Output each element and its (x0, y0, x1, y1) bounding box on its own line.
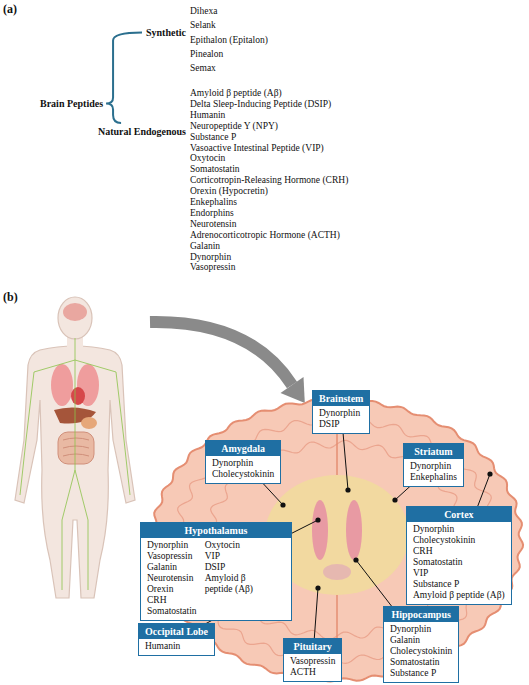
location-dot (315, 517, 320, 522)
peptide-name: Pinealon (190, 49, 223, 60)
location-dot (392, 497, 397, 502)
region-body: DynorphinEnkephalins (404, 459, 463, 486)
peptide-name: Delta Sleep-Inducing Peptide (DSIP) (190, 99, 331, 110)
peptide-item: Dynorphin (319, 408, 360, 419)
region-heading: Hippocampus (384, 607, 458, 622)
peptide-name: Corticotropin-Releasing Hormone (CRH) (190, 175, 348, 186)
peptide-item: VIP (413, 568, 505, 579)
peptide-item: Amyloid β peptide (Aβ) (205, 573, 267, 595)
region-box: StriatumDynorphinEnkephalins (403, 443, 464, 487)
category-label: Synthetic (146, 27, 186, 38)
region-body: DynorphinGalaninCholecystokininSomatosta… (384, 622, 458, 682)
region-heading: Hypothalamus (141, 523, 291, 538)
region-box: Occipital LobeHumanin (138, 623, 215, 656)
panel-letter: (b) (3, 290, 18, 304)
peptide-name: Somatostatin (190, 164, 240, 175)
curly-bracket (106, 33, 142, 124)
peptide-name: Dihexa (190, 6, 217, 17)
peptide-name: Dynorphin (190, 252, 231, 263)
region-body: VasopressinACTH (284, 654, 341, 681)
peptide-name: Selank (190, 20, 216, 31)
peptide-name: Epithalon (Epitalon) (190, 35, 268, 46)
region-body: DynorphinCholecystokinin (206, 456, 280, 483)
region-body: DynorphinCholecystokininCRHSomatostatinV… (407, 522, 511, 604)
peptide-item: Dynorphin (413, 524, 505, 535)
location-dot (487, 471, 492, 476)
region-heading: Pituitary (284, 639, 341, 654)
region-box: PituitaryVasopressinACTH (283, 638, 342, 682)
peptide-name: Humanin (190, 110, 225, 121)
peptide-item: CRH (147, 595, 197, 606)
region-heading: Cortex (407, 507, 511, 522)
peptide-item: Orexin (147, 584, 197, 595)
peptide-name: Vasopressin (190, 262, 235, 273)
peptide-item: Dynorphin (147, 540, 197, 551)
region-body: DynorphinDSIP (313, 406, 369, 433)
peptide-name: Orexin (Hypocretin) (190, 186, 268, 197)
peptide-name: Oxytocin (190, 153, 225, 164)
peptide-item: VIP (205, 551, 267, 562)
region-box: BrainstemDynorphinDSIP (312, 390, 370, 434)
region-box: AmygdalaDynorphinCholecystokinin (205, 440, 281, 484)
peptide-item: Humanin (145, 641, 180, 652)
peptide-item: Vasopressin (290, 656, 335, 667)
ventricle (312, 500, 328, 560)
peptide-name: Substance P (190, 132, 236, 143)
peptide-name: Adrenocorticotropic Hormone (ACTH) (190, 230, 340, 241)
region-box: CortexDynorphinCholecystokininCRHSomatos… (406, 506, 512, 605)
peptide-item: Substance P (390, 668, 452, 679)
peptide-item: CRH (413, 546, 505, 557)
peptide-name: Enkephalins (190, 197, 237, 208)
peptide-item: DSIP (205, 562, 267, 573)
region-heading: Occipital Lobe (139, 624, 214, 639)
peptide-item: ACTH (290, 667, 335, 678)
peptide-item: Vasopressin (147, 551, 197, 562)
peptide-item: Galanin (390, 635, 452, 646)
region-box: HypothalamusDynorphinVasopressinGalaninN… (140, 522, 292, 621)
peptide-item: Cholecystokinin (212, 469, 274, 480)
category-label: Brain Peptides (40, 98, 103, 109)
peptide-item: Amyloid β peptide (Aβ) (413, 590, 505, 601)
peptide-name: Vasoactive Intestinal Peptide (VIP) (190, 143, 324, 154)
region-body: Humanin (139, 639, 214, 655)
thalamus (323, 564, 351, 580)
peptide-name: Neurotensin (190, 219, 236, 230)
region-heading: Brainstem (313, 391, 369, 406)
peptide-item: Neurotensin (147, 573, 197, 584)
peptide-item: Somatostatin (413, 557, 505, 568)
peptide-item: Substance P (413, 579, 505, 590)
category-label: Natural Endogenous (98, 126, 186, 137)
location-dot (315, 585, 320, 590)
peptide-item: Dynorphin (410, 461, 457, 472)
peptide-item: Somatostatin (390, 657, 452, 668)
location-dot (353, 557, 358, 562)
peptide-item: Dynorphin (212, 458, 274, 469)
peptide-item: Oxytocin (205, 540, 267, 551)
peptide-name: Galanin (190, 241, 220, 252)
location-dot (345, 487, 350, 492)
peptide-item: Enkephalins (410, 472, 457, 483)
location-dot (280, 502, 285, 507)
human-body (15, 297, 135, 598)
panel-letter: (a) (3, 2, 17, 16)
peptide-item: Cholecystokinin (413, 535, 505, 546)
region-heading: Striatum (404, 444, 463, 459)
peptide-name: Amyloid β peptide (Aβ) (190, 88, 282, 99)
peptide-name: Endorphins (190, 208, 234, 219)
region-body: DynorphinVasopressinGalaninNeurotensinOr… (141, 538, 291, 620)
peptide-item: Somatostatin (147, 606, 197, 617)
region-box: HippocampusDynorphinGalaninCholecystokin… (383, 606, 459, 683)
peptide-item: Dynorphin (390, 624, 452, 635)
ventricle (346, 500, 362, 560)
peptide-item: DSIP (319, 419, 360, 430)
pointer-arrow (150, 322, 305, 403)
region-heading: Amygdala (206, 441, 280, 456)
peptide-name: Neuropeptide Y (NPY) (190, 121, 278, 132)
peptide-name: Semax (190, 63, 216, 74)
peptide-item: Cholecystokinin (390, 646, 452, 657)
peptide-item: Galanin (147, 562, 197, 573)
